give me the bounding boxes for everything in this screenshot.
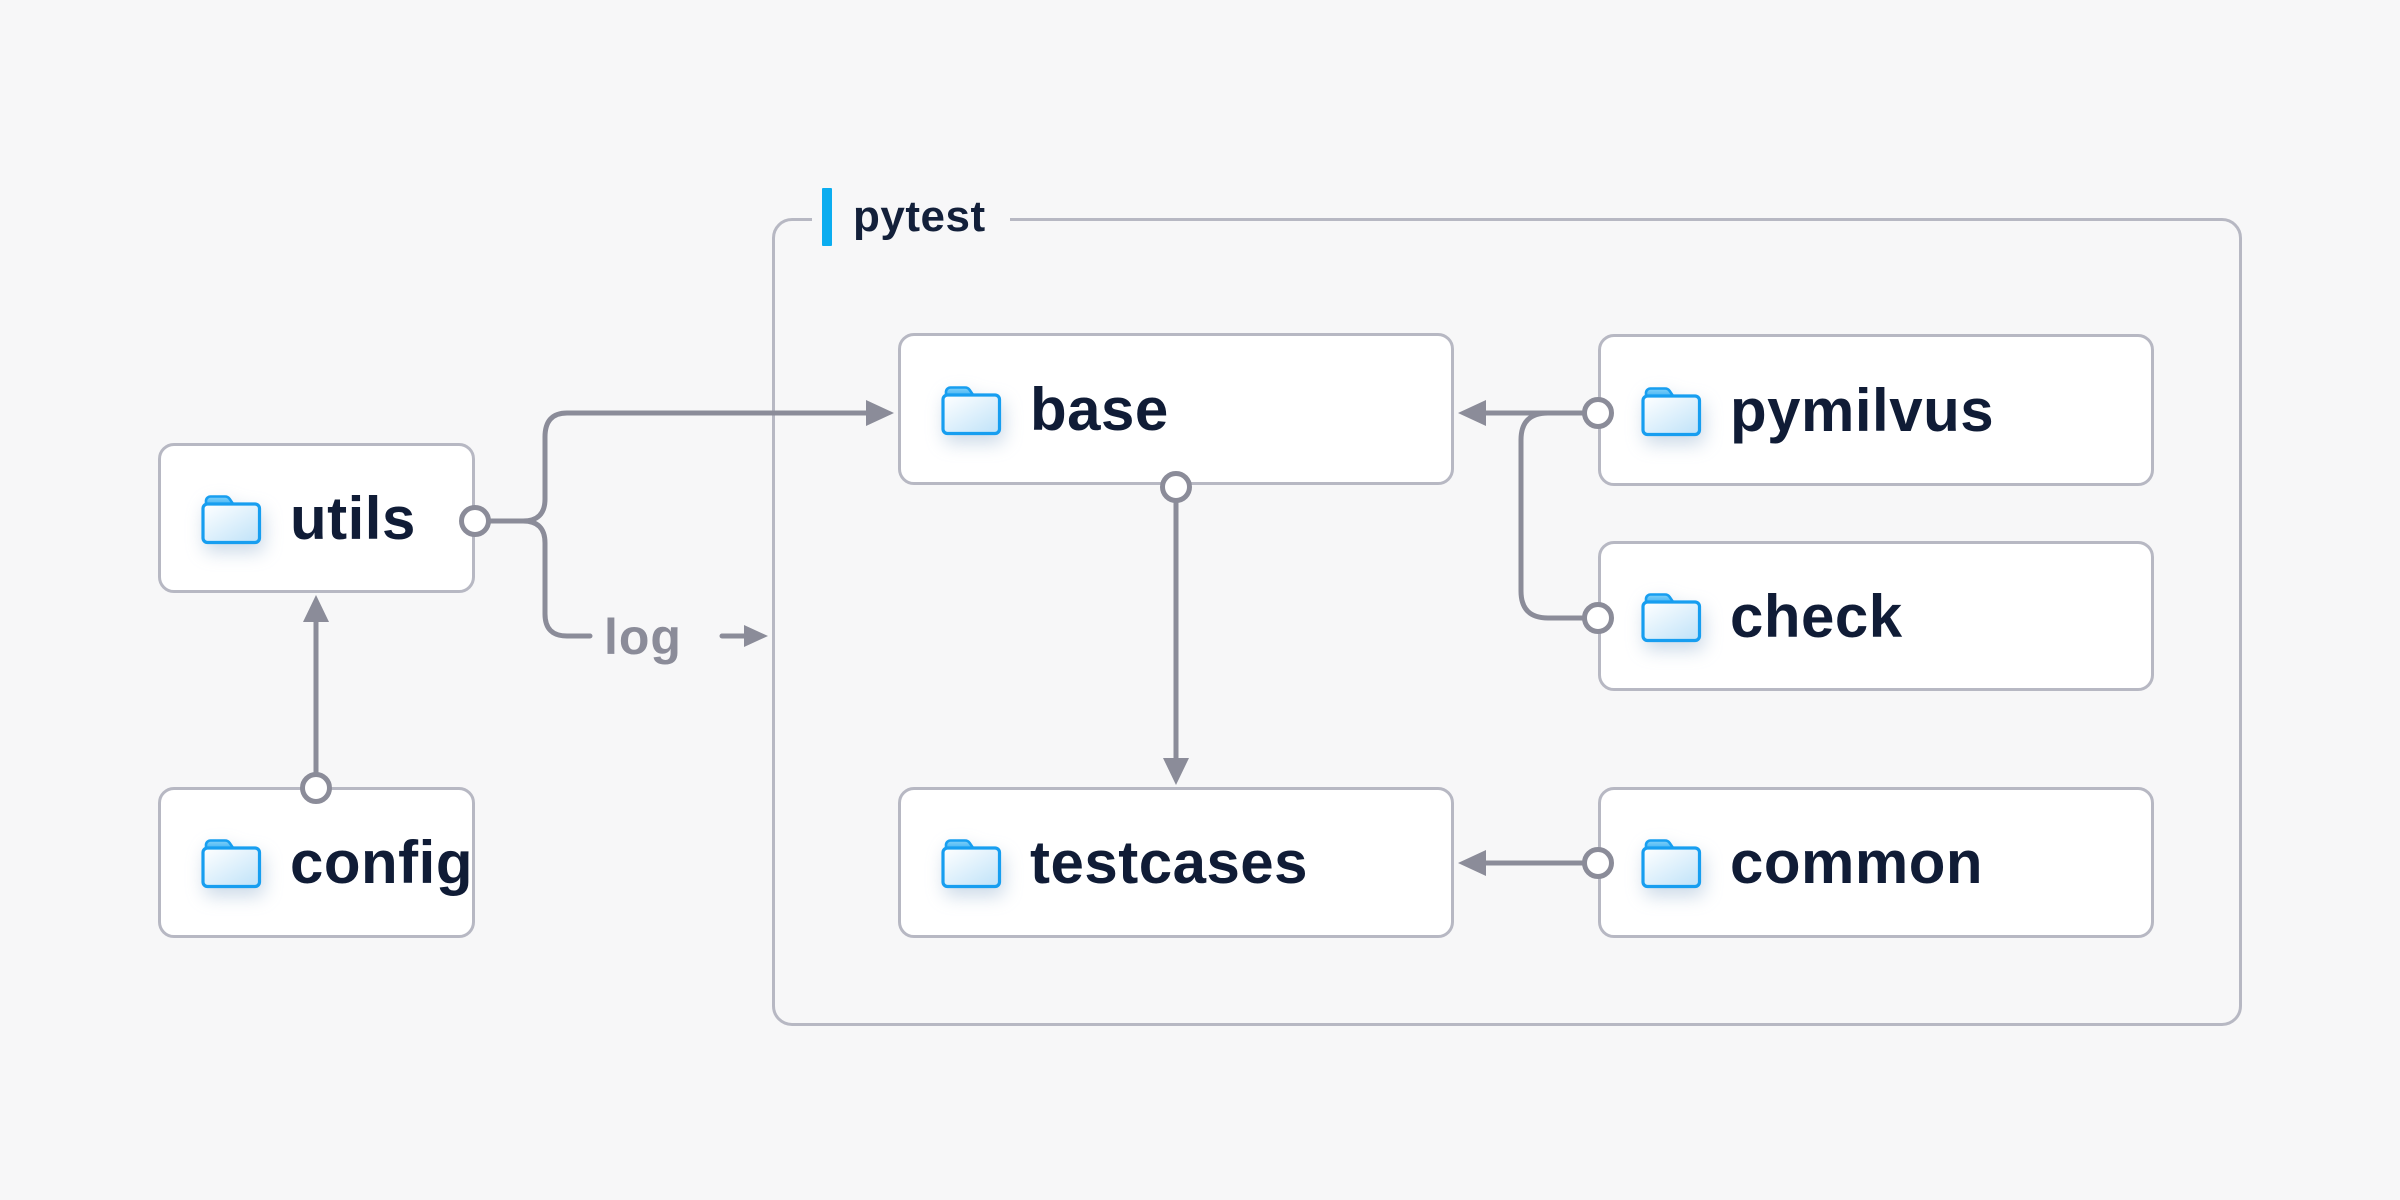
folder-icon (941, 838, 1002, 889)
node-testcases: testcases (898, 787, 1454, 938)
node-label: base (1030, 375, 1169, 443)
node-base: base (898, 333, 1454, 485)
pytest-group-container (772, 218, 2242, 1026)
folder-icon (1641, 592, 1702, 642)
folder-icon (1641, 838, 1702, 889)
node-config: config (158, 787, 475, 938)
node-label: utils (290, 484, 416, 552)
node-check: check (1598, 541, 2154, 691)
node-common: common (1598, 787, 2154, 938)
edge-label-log: log (604, 609, 682, 665)
accent-bar-icon (822, 188, 832, 246)
node-utils: utils (158, 443, 475, 593)
node-pymilvus: pymilvus (1598, 334, 2154, 486)
folder-icon (201, 494, 262, 544)
node-label: pymilvus (1730, 376, 1995, 444)
arrowhead-up (303, 595, 329, 622)
node-label: common (1730, 829, 1984, 896)
node-label: config (290, 829, 473, 896)
pytest-group-label: pytest (812, 185, 1010, 249)
folder-icon (201, 838, 262, 889)
node-label: testcases (1030, 829, 1309, 896)
folder-icon (941, 385, 1002, 435)
edge-config-to-utils (300, 595, 332, 804)
folder-icon (1641, 386, 1702, 436)
node-label: check (1730, 582, 1903, 650)
arrowhead-right (744, 625, 768, 647)
group-title: pytest (853, 192, 986, 241)
